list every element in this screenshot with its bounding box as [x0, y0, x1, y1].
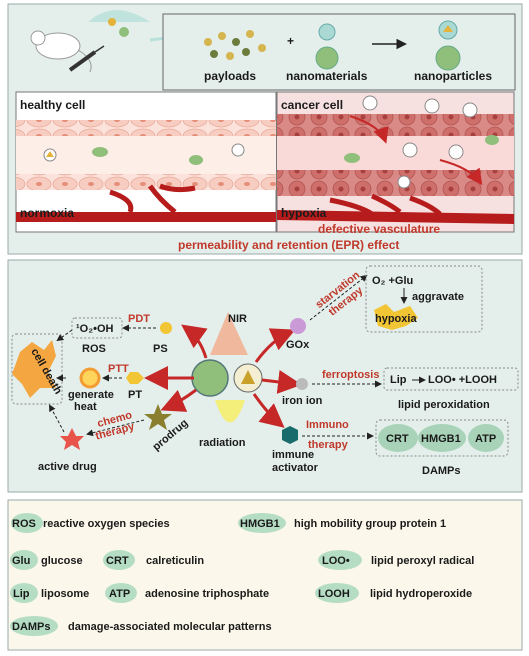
mouse-icon — [30, 30, 92, 73]
active-drug-icon — [60, 428, 84, 450]
crt-label: CRT — [386, 433, 409, 445]
active-drug-label: active drug — [38, 461, 97, 473]
iron-ion-icon — [296, 378, 308, 390]
heat-label: heat — [74, 401, 97, 413]
legend-abbr: Lip — [13, 588, 30, 600]
nanomaterials-label: nanomaterials — [286, 69, 368, 83]
healthy-tissue — [15, 91, 277, 233]
legend-desc: damage-associated molecular patterns — [68, 621, 272, 633]
arrow-to-immune — [252, 393, 285, 428]
legend-abbr: CRT — [106, 555, 129, 567]
lip-label: Lip — [390, 374, 407, 386]
pdt-label: PDT — [128, 313, 150, 325]
ptt-label: PTT — [108, 363, 129, 375]
legend-abbr: LOO• — [322, 555, 350, 567]
syringe-icon — [68, 45, 105, 72]
payloads-label: payloads — [204, 69, 256, 83]
nanoparticles-label: nanoparticles — [414, 69, 492, 83]
hmgb1-label: HMGB1 — [421, 433, 461, 445]
hypoxia-label-top: hypoxia — [281, 206, 327, 220]
activator-label: activator — [272, 462, 319, 474]
legend-desc: glucose — [41, 555, 83, 567]
top-panel: + payloads nanomaterials nanoparticles h… — [7, 3, 523, 255]
normoxia-label: normoxia — [20, 206, 74, 220]
loo-looh-label: LOO• +LOOH — [428, 374, 497, 386]
plus-sign: + — [287, 34, 294, 48]
legend-abbr: LOOH — [318, 588, 350, 600]
heat-icon — [79, 367, 101, 389]
nir-label: NIR — [228, 313, 247, 325]
payload-dots — [204, 30, 266, 60]
damps-label: DAMPs — [422, 465, 461, 477]
healthy-cell-label: healthy cell — [20, 98, 85, 112]
nir-beam — [210, 312, 248, 355]
gox-label: GOx — [286, 339, 310, 351]
legend-abbr: HMGB1 — [240, 518, 280, 530]
legend-desc: lipid peroxyl radical — [371, 555, 474, 567]
legend-desc: high mobility group protein 1 — [294, 518, 446, 530]
nanoparticle-green-icon — [191, 359, 229, 397]
legend-abbr: ROS — [12, 518, 36, 530]
epr-effect-label: permeability and retention (EPR) effect — [178, 238, 399, 252]
cell-death-icon — [12, 340, 56, 398]
aggravate-label: aggravate — [412, 291, 464, 303]
gox-icon — [290, 318, 306, 334]
ferroptosis-label: ferroptosis — [322, 369, 379, 381]
ros-label: ROS — [82, 343, 106, 355]
hypoxia-burst-icon — [374, 304, 418, 330]
lipid-peroxidation-label: lipid peroxidation — [398, 399, 490, 411]
immune-activator-icon — [282, 426, 298, 444]
defective-vasculature-label: defective vasculature — [318, 222, 440, 236]
atp-label: ATP — [475, 433, 496, 445]
arrow-to-iron — [261, 369, 302, 394]
legend-abbr: Glu — [12, 555, 30, 567]
ps-icon — [160, 322, 172, 334]
legend-abbr: ATP — [109, 588, 130, 600]
legend-abbr: DAMPs — [12, 621, 51, 633]
prodrug-icon — [144, 404, 172, 430]
pt-label: PT — [128, 389, 142, 401]
iron-ion-label: iron ion — [282, 395, 323, 407]
immune-label: immune — [272, 449, 314, 461]
pt-icon — [126, 372, 144, 384]
legend-desc: reactive oxygen species — [43, 518, 170, 530]
o2-glu-label: O₂ +Glu — [372, 275, 413, 287]
immuno-therapy-label: therapy — [308, 439, 349, 451]
legend-panel: ROS reactive oxygen species HMGB1 high m… — [7, 499, 523, 651]
arrow-to-prodrug — [160, 388, 197, 412]
arrow-to-ps — [181, 324, 208, 359]
arrow-to-gox — [254, 328, 296, 363]
generate-label: generate — [68, 389, 114, 401]
singlet-oxygen-label: ¹O₂•OH — [76, 323, 114, 335]
hypoxia-label-mid: hypoxia — [375, 313, 417, 325]
cancer-tissue — [276, 91, 515, 233]
legend-desc: lipid hydroperoxide — [370, 588, 472, 600]
legend-desc: liposome — [41, 588, 89, 600]
ps-label: PS — [153, 343, 168, 355]
mechanism-panel: NIR radiation PS PDT ¹O₂•OH ROS PT PTT g… — [7, 259, 523, 493]
legend-desc: adenosine triphosphate — [145, 588, 269, 600]
legend-desc: calreticulin — [146, 555, 204, 567]
radiation-label: radiation — [199, 437, 246, 449]
immuno-label: Immuno — [306, 419, 349, 431]
radiation-beam — [215, 400, 245, 423]
nanomaterial-small-icon — [318, 23, 336, 41]
nanoparticle-large-icon — [435, 45, 461, 71]
cancer-cell-label: cancer cell — [281, 98, 343, 112]
droplet-icon — [88, 10, 150, 22]
nanomaterial-large-icon — [315, 46, 339, 70]
